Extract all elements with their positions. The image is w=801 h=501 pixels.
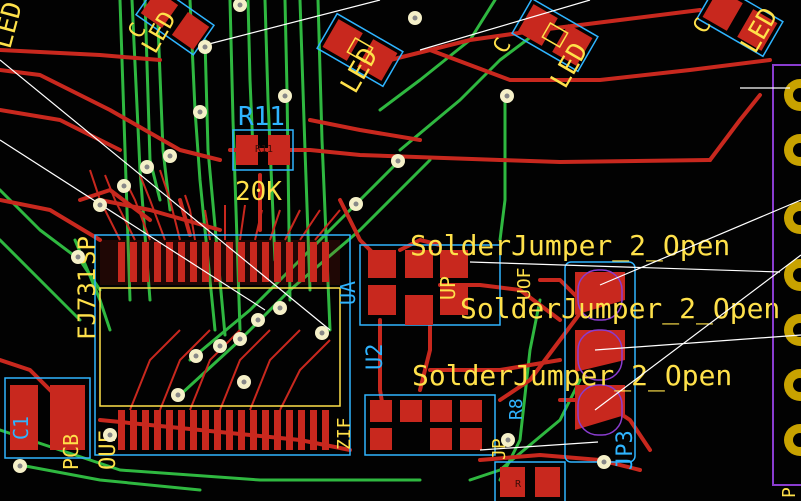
thru-hole-pad-icon[interactable] (784, 259, 801, 291)
via-icon[interactable] (171, 388, 185, 402)
led-label-1: LED (0, 0, 29, 52)
bottom-resistor-pad-label: R (515, 479, 522, 490)
thru-hole-pad-icon[interactable] (784, 314, 801, 346)
solder-jumper-label-1: SolderJumper_2_Open (410, 229, 730, 263)
via-icon[interactable] (273, 301, 287, 315)
r8-reference: R8 (506, 398, 527, 420)
back-copper-traces[interactable] (0, 0, 582, 492)
ic-fj731[interactable] (94, 234, 351, 456)
led-footprint-1[interactable] (134, 0, 216, 56)
ic-top-pins (118, 242, 329, 282)
pin-header-connector[interactable] (772, 64, 801, 486)
ic-bottom-pins (118, 410, 329, 450)
thru-hole-pad-icon[interactable] (784, 202, 801, 234)
via-icon[interactable] (198, 40, 212, 54)
u2-reference: U2 (363, 344, 388, 371)
uof-label: UOF (514, 267, 535, 300)
via-icon[interactable] (140, 160, 154, 174)
cap-label-1: C (489, 34, 517, 58)
ratsnest-lines (0, 0, 801, 451)
via-icon[interactable] (13, 459, 27, 473)
capacitor-c1[interactable] (4, 377, 91, 459)
vias[interactable] (13, 0, 611, 473)
via-icon[interactable] (163, 149, 177, 163)
thru-hole-pad-icon[interactable] (784, 424, 801, 456)
led-label-4: LED (735, 3, 784, 59)
thru-hole-pad-icon[interactable] (784, 79, 801, 111)
via-icon[interactable] (597, 455, 611, 469)
via-icon[interactable] (103, 428, 117, 442)
via-icon[interactable] (500, 89, 514, 103)
via-icon[interactable] (71, 250, 85, 264)
via-icon[interactable] (391, 154, 405, 168)
connector-p-label: P (779, 487, 800, 498)
via-icon[interactable] (251, 313, 265, 327)
led-footprint-4[interactable] (696, 0, 784, 58)
jp3-reference: JP3 (613, 430, 638, 470)
via-icon[interactable] (315, 326, 329, 340)
c1-reference: C1 (9, 416, 33, 440)
r11-value: 20K (235, 177, 282, 207)
ic-label-zif: ZIF (334, 417, 355, 450)
via-icon[interactable] (213, 339, 227, 353)
ua-reference: UA (336, 281, 360, 305)
solder-jumper-label-2: SolderJumper_2_Open (460, 292, 780, 326)
solder-jumper-label-3: SolderJumper_2_Open (412, 359, 732, 393)
via-icon[interactable] (117, 179, 131, 193)
pcb-label: PCB (59, 434, 83, 470)
via-icon[interactable] (501, 433, 515, 447)
via-icon[interactable] (349, 197, 363, 211)
r11-reference: R11 (238, 102, 285, 132)
capacitor-bank-bottom[interactable] (364, 394, 496, 456)
r11-pad-label: R11 (255, 144, 273, 155)
ic-label-fj731: FJ731 (73, 268, 101, 340)
bottom-resistor[interactable] (494, 461, 566, 501)
via-icon[interactable] (408, 11, 422, 25)
via-icon[interactable] (233, 0, 247, 12)
via-icon[interactable] (233, 332, 247, 346)
partial-u-label: UP (436, 276, 460, 300)
thru-hole-pad-icon[interactable] (784, 134, 801, 166)
thru-hole-pad-icon[interactable] (784, 369, 801, 401)
u2-footprint[interactable] (359, 244, 501, 326)
resistor-r11[interactable]: R11 (232, 129, 294, 171)
via-icon[interactable] (278, 89, 292, 103)
led-footprint-3[interactable] (511, 0, 599, 73)
led-footprint-2[interactable] (316, 12, 404, 88)
via-icon[interactable] (189, 349, 203, 363)
via-icon[interactable] (93, 198, 107, 212)
via-icon[interactable] (193, 105, 207, 119)
via-icon[interactable] (237, 375, 251, 389)
